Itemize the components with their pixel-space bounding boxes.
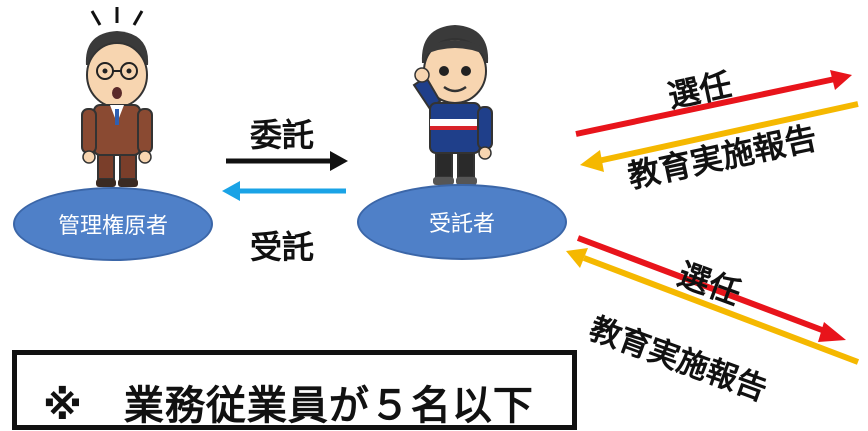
contractor-figure — [412, 25, 493, 185]
center-arrows — [222, 70, 860, 365]
report-arrow-1 — [580, 101, 859, 172]
manager-figure — [81, 7, 153, 187]
contractor-node: 受託者 — [357, 184, 567, 260]
note-text: ※ 業務従業員が５名以下 — [43, 383, 534, 429]
appoint-arrow-2 — [576, 235, 846, 342]
manager-node-label: 管理権原者 — [57, 214, 168, 239]
accept-label: 受託 — [250, 228, 315, 266]
contractor-node-label: 受託者 — [428, 212, 495, 237]
accept-arrow — [222, 181, 346, 201]
report-arrow-2 — [566, 248, 860, 365]
note-box: ※ 業務従業員が５名以下 — [12, 350, 577, 430]
outsource-arrow — [226, 151, 348, 171]
appoint-arrow-1 — [575, 70, 852, 137]
outsource-label: 委託 — [250, 116, 315, 154]
manager-node: 管理権原者 — [13, 187, 213, 261]
